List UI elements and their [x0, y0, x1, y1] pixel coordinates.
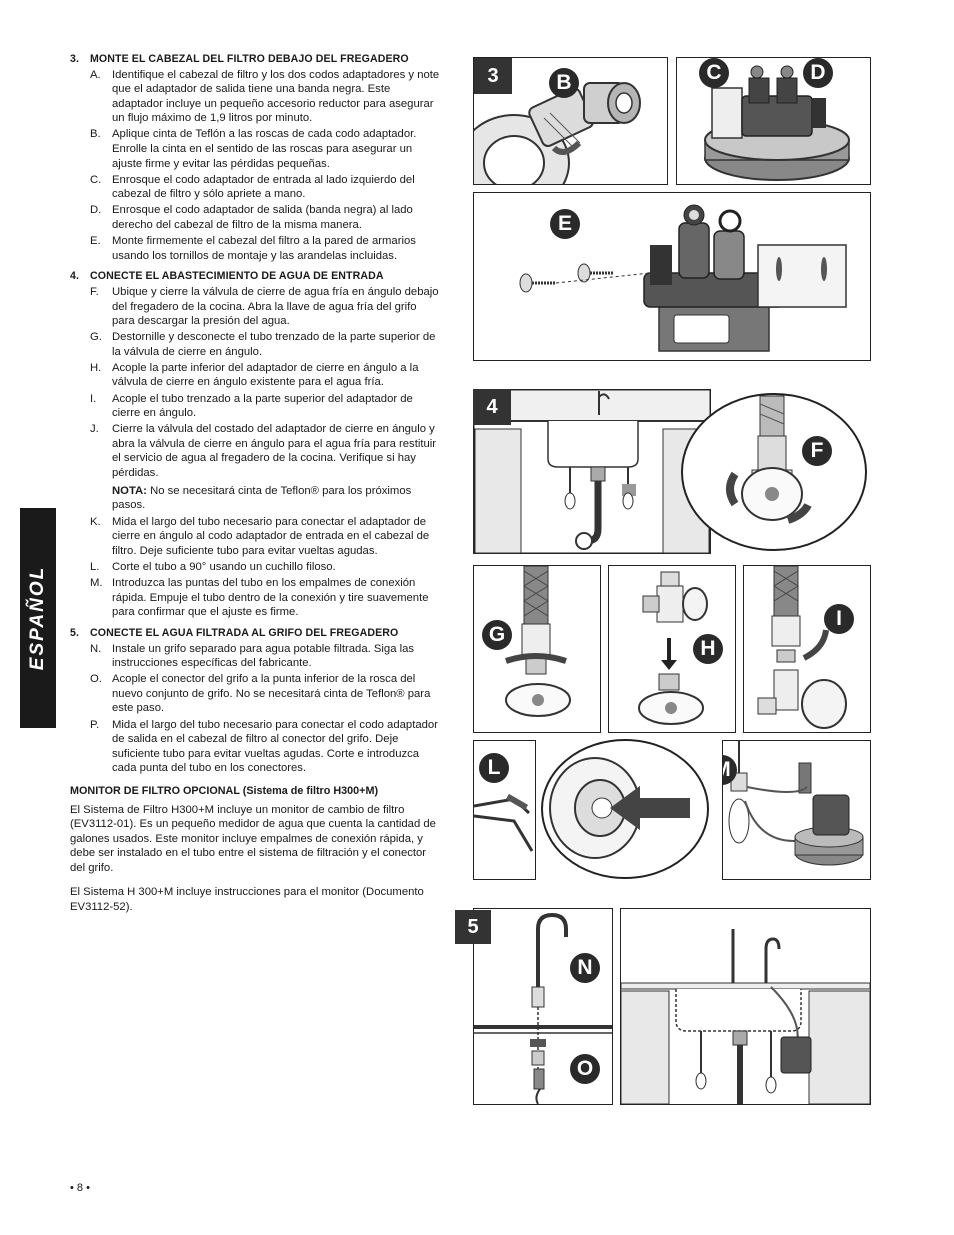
elbow-adapter-illustration — [474, 82, 641, 184]
step-o: O.Acople el conector del grifo a la punt… — [90, 673, 431, 715]
step-g: G.Destornille y desconecte el tubo trenz… — [90, 331, 436, 358]
label-i: I — [824, 604, 854, 634]
step-c: C.Enrosque el codo adaptador de entrada … — [90, 173, 415, 201]
shutoff-adapter-illustration — [638, 571, 708, 725]
filter-head-illustration — [704, 65, 850, 181]
quick-connect-zoom — [540, 738, 710, 880]
figure-i-panel: I — [743, 565, 871, 733]
label-h: H — [693, 634, 723, 664]
figure-e-panel: E — [473, 192, 871, 361]
figure-h-panel: H — [608, 565, 736, 733]
language-tab-label: ESPAÑOL — [27, 565, 48, 671]
valve-zoom-illustration — [681, 393, 867, 551]
braided-tube-illustration — [505, 566, 571, 717]
page-number: • 8 • — [70, 1182, 90, 1194]
section-3-steps: A.Identifique el cabezal de filtro y los… — [70, 68, 442, 264]
figure-no-panel: N O — [473, 908, 613, 1105]
figure-b-panel: 3 B — [473, 57, 668, 185]
step-j: J.Cierre la válvula del costado del adap… — [90, 423, 437, 480]
step-i: I.Acople el tubo trenzado a la parte sup… — [90, 392, 413, 420]
step-p: P.Mida el largo del tubo necesario para … — [90, 718, 438, 775]
section-3-heading: 3.MONTE EL CABEZAL DEL FILTRO DEBAJO DEL… — [70, 53, 409, 65]
tube-to-adapter-illustration — [757, 566, 847, 729]
step-b: B.Aplique cinta de Teflón a las roscas d… — [90, 128, 417, 170]
step-n: N.Instale un grifo separado para agua po… — [90, 642, 415, 670]
figure-cd-panel: C D — [676, 57, 871, 185]
section-4-steps: F.Ubique y cierre la válvula de cierre d… — [70, 285, 442, 481]
label-f: F — [802, 436, 832, 466]
monitor-paragraph-1: El Sistema de Filtro H300+M incluye un m… — [70, 803, 436, 874]
quick-connect-illustration — [541, 739, 709, 879]
step-l: L.Corte el tubo a 90° usando un cuchillo… — [90, 561, 336, 574]
tube-routing-illustration — [728, 741, 864, 866]
step-e: E.Monte firmemente el cabezal del filtro… — [90, 235, 416, 262]
step-h: H.Acople la parte inferior del adaptador… — [90, 361, 419, 389]
label-o: O — [570, 1054, 600, 1084]
label-e: E — [550, 209, 580, 239]
faucet-install-illustration — [474, 912, 612, 1104]
section-5-steps: N.Instale un grifo separado para agua po… — [70, 642, 442, 776]
label-l: L — [479, 753, 509, 783]
figure-4-sink-panel: 4 — [473, 389, 711, 554]
step-4-badge: 4 — [473, 389, 511, 425]
section-4-heading: 4.CONECTE EL ABASTECIMIENTO DE AGUA DE E… — [70, 270, 384, 283]
label-g: G — [482, 620, 512, 650]
step-k: K.Mida el largo del tubo necesario para … — [90, 515, 430, 557]
step-a: A.Identifique el cabezal de filtro y los… — [90, 68, 440, 125]
step-m: M.Introduzca las puntas del tubo en los … — [90, 577, 429, 619]
section-4-steps-continued: K.Mida el largo del tubo necesario para … — [70, 515, 442, 620]
step-3-badge: 3 — [474, 58, 512, 94]
label-d: D — [803, 58, 833, 88]
step-f: F.Ubique y cierre la válvula de cierre d… — [90, 285, 439, 328]
label-c: C — [699, 58, 729, 88]
step-d: D.Enrosque el codo adaptador de salida (… — [90, 204, 413, 232]
figure-l-panel: L — [473, 740, 536, 880]
label-m: M — [723, 755, 737, 785]
instructions-column: 3.MONTE EL CABEZAL DEL FILTRO DEBAJO DEL… — [70, 52, 442, 925]
monitor-heading: MONITOR DE FILTRO OPCIONAL (Sistema de f… — [70, 784, 379, 797]
sink-illustration — [473, 389, 711, 554]
figure-m-panel: M — [722, 740, 871, 880]
figure-g-panel: G — [473, 565, 601, 733]
figure-f-panel: F — [680, 392, 868, 552]
monitor-paragraph-2: El Sistema H 300+M incluye instrucciones… — [70, 886, 424, 914]
section-5-heading: 5.CONECTE EL AGUA FILTRADA AL GRIFO DEL … — [70, 626, 399, 639]
language-tab: ESPAÑOL — [20, 508, 56, 728]
label-n: N — [570, 953, 600, 983]
tube-cutter-illustration — [474, 793, 534, 852]
final-installation-illustration — [621, 929, 870, 1104]
teflon-note: NOTA: No se necesitará cinta de Teflon® … — [112, 484, 412, 512]
step-5-badge: 5 — [455, 910, 491, 944]
label-b: B — [549, 68, 579, 98]
mounting-illustration — [519, 204, 847, 352]
figure-5-install-panel — [620, 908, 871, 1105]
